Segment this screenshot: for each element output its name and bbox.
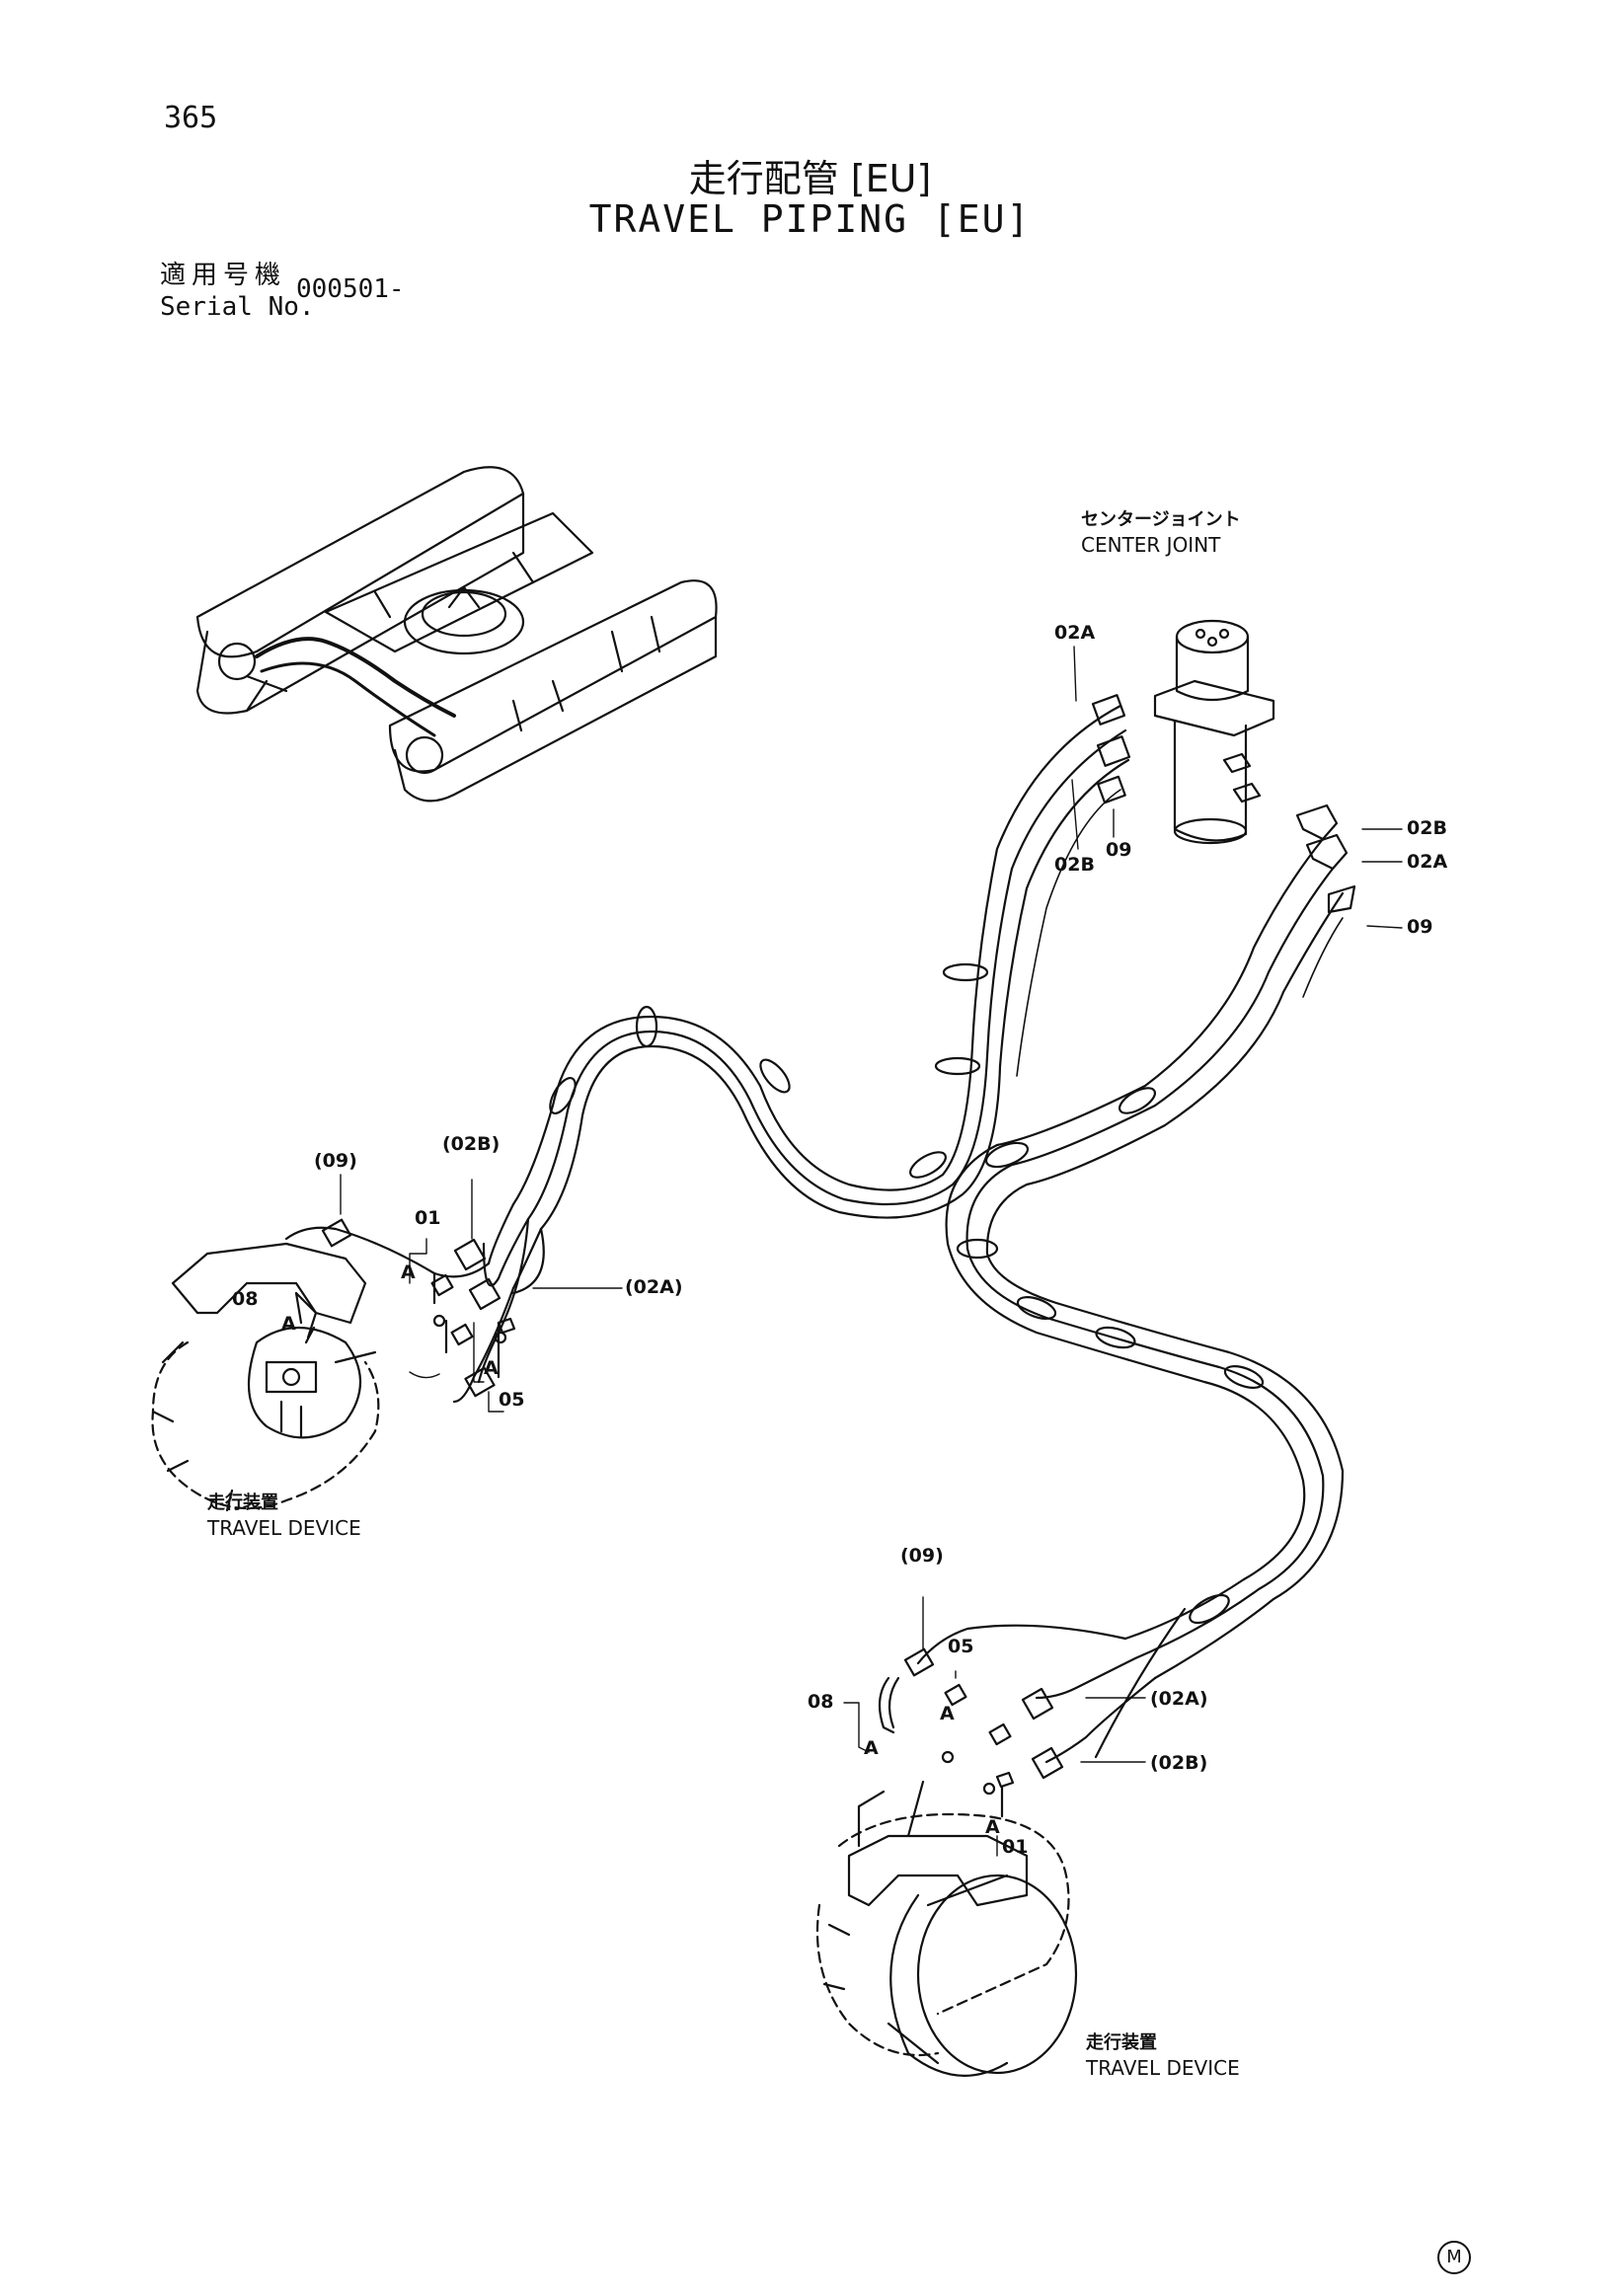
callout-right-a-mid: A (940, 1703, 955, 1724)
callout-left-a-mid: A (281, 1313, 296, 1335)
travel-device-right-caption-jp: 走行装置 (1086, 2032, 1157, 2053)
page-number: 365 (164, 101, 218, 135)
callout-left-a-upper: A (401, 1262, 416, 1283)
right-travel-device-drawing (815, 1780, 1078, 2077)
page-title-en: TRAVEL PIPING [EU] (588, 197, 1032, 241)
callout-cj-09-bottom: 09 (1106, 839, 1132, 861)
callout-cj-02a-top: 02A (1054, 622, 1096, 644)
callout-left-02a: (02A) (625, 1276, 683, 1298)
callout-right-a-left: A (864, 1737, 879, 1759)
serial-label-jp: 適用号機 (160, 261, 287, 290)
callout-left-01: 01 (415, 1207, 441, 1229)
left-travel-device-drawing (151, 1242, 380, 1512)
callout-cj-09-right: 09 (1407, 916, 1433, 938)
callout-right-05: 05 (948, 1636, 974, 1657)
page-title-jp: 走行配管 [EU] (688, 157, 932, 200)
hose-bundle-upper (487, 694, 1131, 1290)
callout-right-02a: (02A) (1150, 1688, 1208, 1710)
travel-device-left-caption-jp: 走行装置 (207, 1492, 278, 1513)
serial-value: 000501- (296, 274, 405, 304)
manufacturer-mark: M (1437, 2241, 1471, 2274)
left-hoses-and-fittings (284, 1217, 545, 1404)
travel-device-left-caption-en: TRAVEL DEVICE (207, 1516, 361, 1540)
callout-left-02b: (02B) (442, 1133, 501, 1155)
callout-right-a-lower: A (985, 1816, 1000, 1838)
callout-left-a-lower: A (484, 1357, 499, 1379)
callout-left-09: (09) (314, 1150, 357, 1172)
center-joint-caption-jp: センタージョイント (1081, 509, 1241, 530)
callout-right-02b: (02B) (1150, 1752, 1208, 1774)
callout-right-01: 01 (1002, 1836, 1029, 1858)
undercarriage-overview-drawing (195, 466, 718, 803)
callout-right-09: (09) (900, 1545, 944, 1567)
callout-left-05: 05 (499, 1389, 525, 1411)
center-joint-caption-en: CENTER JOINT (1081, 533, 1221, 557)
center-joint-drawing (1153, 619, 1275, 845)
hose-bundle-lower (945, 804, 1356, 1680)
right-hoses-and-fittings (878, 1607, 1187, 1818)
serial-label-en: Serial No. (160, 292, 315, 322)
callout-right-08: 08 (808, 1691, 834, 1713)
travel-device-right-caption-en: TRAVEL DEVICE (1086, 2056, 1240, 2080)
leader-lines (340, 646, 1403, 1857)
callout-cj-02b-right: 02B (1407, 817, 1447, 839)
callout-cj-02a-right: 02A (1407, 851, 1448, 873)
callout-left-08: 08 (232, 1288, 259, 1310)
callout-cj-02b-bottom: 02B (1054, 854, 1095, 876)
